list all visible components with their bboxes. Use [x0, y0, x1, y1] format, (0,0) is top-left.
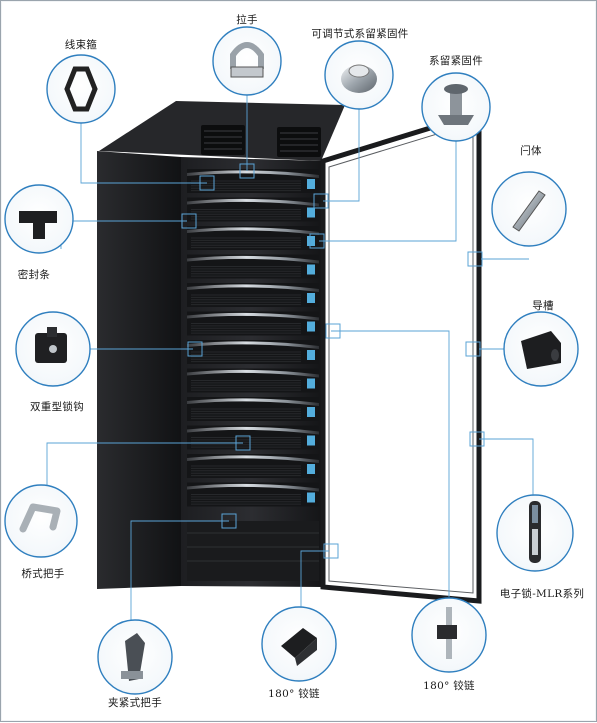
clamp-handle-icon: [97, 619, 173, 695]
hinge-icon: [261, 606, 337, 682]
target-marker: [239, 163, 255, 179]
label-dual-latch: 双重型锁钩: [30, 401, 84, 413]
leader-line: [130, 520, 229, 621]
leader-line: [479, 438, 534, 499]
server-rack: [97, 101, 482, 604]
target-marker: [469, 431, 485, 447]
seal-strip-icon: [4, 184, 74, 254]
label-electronic-lock: 电子锁-MLR系列: [499, 588, 585, 600]
server-unit: [187, 368, 319, 393]
bridge-handle-icon: [4, 484, 78, 558]
server-unit: [187, 340, 319, 364]
latch-icon: [491, 171, 567, 247]
target-marker: [467, 251, 483, 267]
target-marker: [325, 323, 341, 339]
server-unit: [187, 311, 319, 336]
server-unit: [187, 425, 319, 450]
server-unit: [187, 169, 319, 193]
leader-line: [80, 119, 207, 184]
label-clamp-handle: 夹紧式把手: [108, 697, 162, 709]
label-seal-strip: 密封条: [17, 269, 51, 281]
adjustable-fastener-icon: [324, 40, 394, 110]
label-guide-rail: 导槽: [532, 300, 554, 312]
dual-latch-icon: [15, 311, 91, 387]
server-units: [187, 169, 319, 507]
leader-lines: [46, 94, 534, 621]
cable-cage-icon: [46, 54, 116, 124]
server-unit: [187, 283, 319, 307]
guide-rail-icon: [503, 311, 579, 387]
leader-line: [331, 330, 450, 597]
label-hinge-right: 180° 铰链: [423, 680, 475, 692]
label-pull-handle: 拉手: [236, 14, 258, 26]
target-marker: [465, 341, 481, 357]
hinge-icon: [411, 597, 487, 673]
server-unit: [187, 197, 319, 222]
label-captive-fastener: 系留紧固件: [429, 55, 483, 67]
leader-line: [319, 141, 457, 242]
server-unit: [187, 226, 319, 250]
target-marker: [235, 435, 251, 451]
leader-line: [323, 109, 360, 202]
label-adjustable-fastener: 可调节式系留紧固件: [311, 28, 409, 40]
label-cable-cage: 线束箍: [64, 39, 98, 51]
label-hinge-left: 180° 铰链: [268, 688, 320, 700]
electronic-lock-icon: [496, 494, 574, 572]
pull-handle-icon: [212, 26, 282, 96]
server-unit: [187, 482, 319, 507]
target-marker: [309, 233, 325, 249]
label-bridge-handle: 桥式把手: [21, 568, 65, 580]
server-unit: [187, 454, 319, 478]
component-bubbles: [4, 26, 579, 695]
leader-line: [300, 550, 329, 609]
target-marker: [181, 213, 197, 229]
captive-fastener-icon: [421, 72, 491, 142]
target-marker: [187, 341, 203, 357]
server-unit: [187, 254, 319, 279]
target-marker: [323, 543, 339, 559]
label-latch: 闩体: [520, 145, 542, 157]
target-marker: [199, 175, 215, 191]
server-unit: [187, 397, 319, 421]
target-marker: [313, 193, 329, 209]
target-marker: [221, 513, 237, 529]
leader-line: [46, 442, 243, 486]
